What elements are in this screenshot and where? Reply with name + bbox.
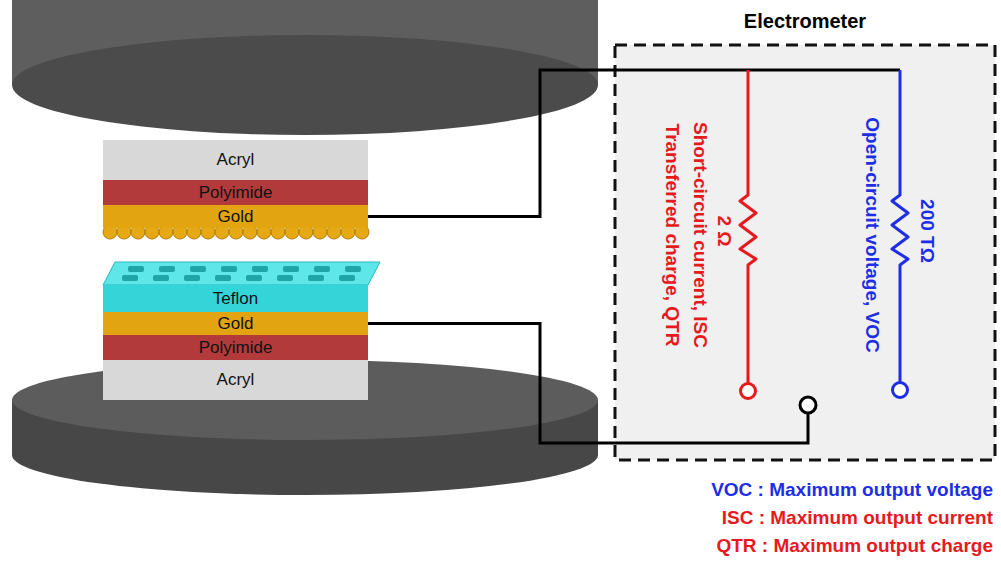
connection-wire (368, 70, 615, 217)
pore (128, 266, 144, 272)
definition-note: QTR : Maximum output charge (716, 535, 993, 557)
gold-electrode: Gold (103, 205, 368, 228)
layer-label: Gold (218, 207, 254, 227)
pore (221, 266, 237, 272)
press-cylinder-face (12, 360, 598, 440)
resistor-symbol (892, 70, 908, 382)
definition-note: VOC : Maximum output voltage (711, 479, 993, 501)
terminal (741, 384, 756, 399)
pore (159, 266, 175, 272)
pore (190, 266, 206, 272)
layer-label: Acryl (217, 370, 255, 390)
teflon-pores (122, 266, 361, 281)
teflon-top-face (103, 262, 380, 285)
pore (339, 275, 355, 281)
acryl-layer: Acryl (103, 360, 368, 400)
layer-label: Gold (218, 314, 254, 334)
pore (277, 275, 293, 281)
acryl-layer: Acryl (103, 140, 368, 180)
pore (184, 275, 200, 281)
layer-label: Polyimide (199, 183, 273, 203)
teflon-layer: Teflon (103, 285, 368, 312)
pore (153, 275, 169, 281)
layer-label: Polyimide (199, 338, 273, 358)
signal-name: Open-circuit voltage, VOC (861, 117, 883, 352)
terminal (893, 383, 908, 398)
pore (122, 275, 138, 281)
wire (615, 69, 900, 72)
connection-wire (368, 324, 615, 444)
pore (246, 275, 262, 281)
gold-electrode: Gold (103, 312, 368, 335)
definition-note: ISC : Maximum output current (722, 507, 993, 529)
press-cylinder-face (12, 35, 598, 135)
pore (283, 266, 299, 272)
resistor-value: 200 TΩ (916, 199, 938, 263)
wire (615, 413, 808, 443)
pore (345, 266, 361, 272)
pore (252, 266, 268, 272)
polyimide-layer: Polyimide (103, 180, 368, 205)
polyimide-layer: Polyimide (103, 335, 368, 360)
resistor-symbol (740, 70, 756, 383)
terminal (800, 397, 816, 413)
signal-name: Short-circuit current, ISC (689, 122, 711, 348)
box-heading: Electrometer (744, 9, 866, 33)
pore (308, 275, 324, 281)
layer-label: Acryl (217, 150, 255, 170)
signal-name: Transferred charge, QTR (661, 124, 683, 347)
electrometer-housing (615, 45, 995, 460)
pore (215, 275, 231, 281)
pore (314, 266, 330, 272)
resistor-value: 2 Ω (713, 215, 735, 246)
layer-label: Teflon (213, 289, 258, 309)
